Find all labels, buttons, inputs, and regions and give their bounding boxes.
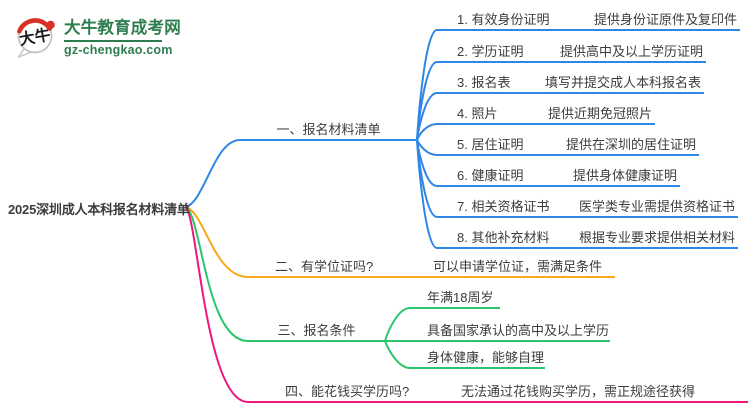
branch3-label: 三、报名条件 (277, 323, 356, 338)
daniu-bubble-icon: 大牛 (17, 18, 55, 58)
branch4-label: 四、能花钱买学历吗? (285, 384, 410, 399)
wire-b1-item7 (416, 139, 438, 218)
branch1-label: 一、报名材料清单 (276, 122, 381, 137)
wire-root-branch3 (185, 206, 249, 342)
branch1-item-row: 4. 照片 提供近期免冠照片 (437, 99, 655, 125)
wire-b1-item3 (416, 92, 438, 141)
item-desc: 医学类专业需提供资格证书 (578, 199, 735, 214)
wire-b1-item2 (416, 61, 438, 141)
wire-b3-child3 (384, 340, 411, 369)
wire-b1-item5 (416, 139, 438, 156)
item-desc: 提供高中及以上学历证明 (559, 44, 703, 59)
branch1-item-row: 6. 健康证明 提供身体健康证明 (437, 161, 680, 187)
wire-b3-child1 (384, 307, 411, 342)
wire-root-branch4 (185, 206, 249, 403)
logo-divider (64, 39, 162, 42)
branch1-item-row: 8. 其他补充材料 根据专业要求提供相关材料 (437, 223, 738, 249)
item-title: 2. 学历证明 (457, 44, 524, 59)
item-title: 1. 有效身份证明 (457, 12, 550, 27)
item-desc: 提供在深圳的居住证明 (565, 137, 696, 152)
root-node: 2025深圳成人本科报名材料清单 (8, 202, 190, 217)
branch1-item-row: 5. 居住证明 提供在深圳的居住证明 (437, 130, 699, 156)
item-title: 4. 照片 (457, 106, 498, 121)
item-title: 5. 居住证明 (457, 137, 524, 152)
branch1-item-row: 2. 学历证明 提供高中及以上学历证明 (437, 37, 706, 63)
branch1-item-row: 7. 相关资格证书 医学类专业需提供资格证书 (437, 192, 738, 218)
item-desc: 身体健康，能够自理 (427, 350, 545, 365)
item-desc: 提供身份证原件及复印件 (593, 12, 737, 27)
item-title: 8. 其他补充材料 (457, 230, 550, 245)
item-desc: 提供身体健康证明 (572, 168, 677, 183)
item-desc: 无法通过花钱购买学历，需正规途径获得 (460, 384, 695, 399)
item-desc: 可以申请学位证，需满足条件 (432, 259, 602, 274)
item-title: 3. 报名表 (457, 75, 511, 90)
wire-root-branch2 (185, 206, 249, 278)
item-desc: 具备国家承认的高中及以上学历 (427, 323, 610, 338)
branch1-item-row: 1. 有效身份证明 提供身份证原件及复印件 (437, 5, 740, 31)
branch2-label: 二、有学位证吗? (275, 259, 374, 274)
branch4-node: 四、能花钱买学历吗? 无法通过花钱购买学历，需正规途径获得 (248, 377, 748, 403)
wire-b1-item8 (416, 139, 438, 249)
branch2-node: 二、有学位证吗? 可以申请学位证，需满足条件 (248, 252, 615, 278)
item-title: 7. 相关资格证书 (457, 199, 550, 214)
item-desc: 提供近期免冠照片 (547, 106, 652, 121)
wire-b1-item1 (416, 29, 438, 141)
item-desc: 年满18周岁 (427, 290, 494, 305)
branch1-node: 一、报名材料清单 (240, 115, 417, 141)
branch3-child-row: 具备国家承认的高中及以上学历 (410, 316, 610, 342)
site-logo: 大牛 大牛教育成考网 gz-chengkao.com (12, 12, 181, 58)
branch1-item-row: 3. 报名表 填写并提交成人本科报名表 (437, 68, 704, 94)
item-desc: 根据专业要求提供相关材料 (578, 230, 735, 245)
branch3-node: 三、报名条件 (248, 316, 385, 342)
site-name: 大牛教育成考网 (64, 18, 181, 37)
branch3-child-row: 年满18周岁 (410, 283, 500, 309)
site-url: gz-chengkao.com (64, 42, 173, 57)
wire-b1-item6 (416, 139, 438, 187)
branch3-child-row: 身体健康，能够自理 (410, 343, 545, 369)
item-desc: 填写并提交成人本科报名表 (544, 75, 701, 90)
item-title: 6. 健康证明 (457, 168, 524, 183)
wire-root-branch1 (185, 139, 241, 208)
wire-b1-item4 (416, 123, 438, 141)
